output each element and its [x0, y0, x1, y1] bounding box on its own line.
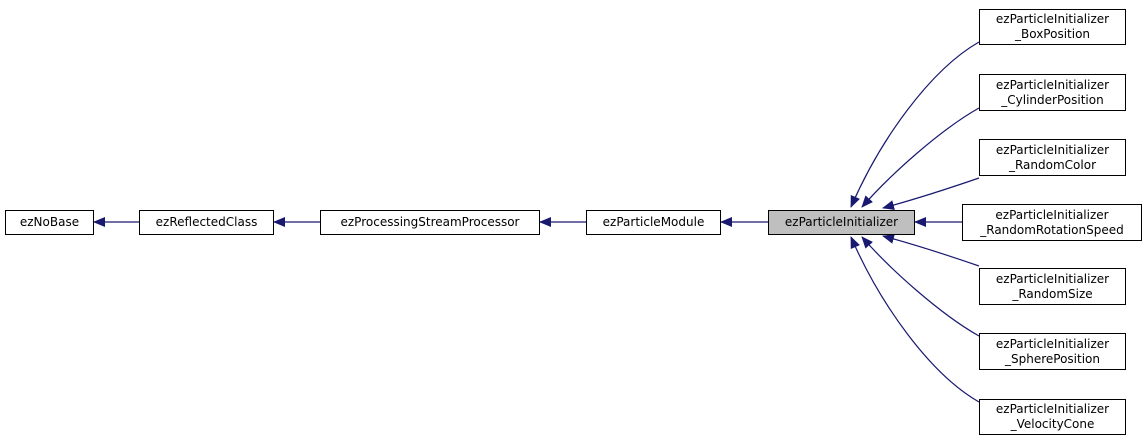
node-label: ezProcessingStreamProcessor [340, 215, 520, 229]
node-ezProcessingStreamProcessor[interactable]: ezProcessingStreamProcessor [320, 210, 540, 235]
node-label-line2: _BoxPosition [1014, 27, 1091, 41]
edge-box-to-initializer [850, 41, 980, 208]
node-label-line1: ezParticleInitializer [995, 336, 1110, 351]
node-child-RandomSize[interactable]: ezParticleInitializer _RandomSize [979, 268, 1126, 305]
node-label-line2: _CylinderPosition [1001, 92, 1104, 107]
edge-velocity-to-initializer [850, 236, 980, 403]
edge-sphere-to-initializer [861, 236, 980, 337]
node-ezReflectedClass[interactable]: ezReflectedClass [139, 210, 274, 235]
node-child-SpherePosition[interactable]: ezParticleInitializer _SpherePosition [979, 333, 1126, 370]
node-label-line1: ezParticleInitializer [995, 402, 1110, 416]
node-label-line1: ezParticleInitializer [995, 271, 1110, 286]
node-label-line1: ezParticleInitializer [995, 207, 1109, 222]
edge-cylinder-to-initializer [861, 107, 980, 208]
node-child-VelocityCone[interactable]: ezParticleInitializer _VelocityCone [979, 399, 1126, 435]
node-label: ezReflectedClass [155, 215, 258, 229]
node-label-line2: _SpherePosition [1005, 351, 1100, 366]
node-label-line2: _VelocityCone [1010, 417, 1095, 431]
node-ezParticleModule[interactable]: ezParticleModule [586, 210, 721, 235]
edge-size-to-initializer [882, 234, 980, 267]
node-child-CylinderPosition[interactable]: ezParticleInitializer _CylinderPosition [979, 74, 1126, 111]
node-label-line2: _RandomColor [1008, 157, 1096, 172]
node-child-BoxPosition[interactable]: ezParticleInitializer _BoxPosition [979, 9, 1126, 45]
node-label-line2: _RandomSize [1012, 286, 1093, 301]
node-label-line1: ezParticleInitializer [995, 77, 1110, 92]
node-child-RandomColor[interactable]: ezParticleInitializer _RandomColor [979, 139, 1126, 176]
node-child-RandomRotationSpeed[interactable]: ezParticleInitializer _RandomRotationSpe… [962, 204, 1142, 241]
node-label-line1: ezParticleInitializer [995, 142, 1110, 157]
node-ezParticleInitializer-current: ezParticleInitializer [768, 210, 915, 235]
node-ezNoBase[interactable]: ezNoBase [5, 210, 94, 235]
node-label: ezNoBase [19, 215, 80, 229]
node-label: ezParticleInitializer [784, 215, 899, 229]
node-label: ezParticleModule [602, 215, 705, 229]
node-label-line2: _RandomRotationSpeed [980, 222, 1124, 237]
node-label-line1: ezParticleInitializer [995, 12, 1110, 26]
edge-color-to-initializer [882, 177, 980, 210]
